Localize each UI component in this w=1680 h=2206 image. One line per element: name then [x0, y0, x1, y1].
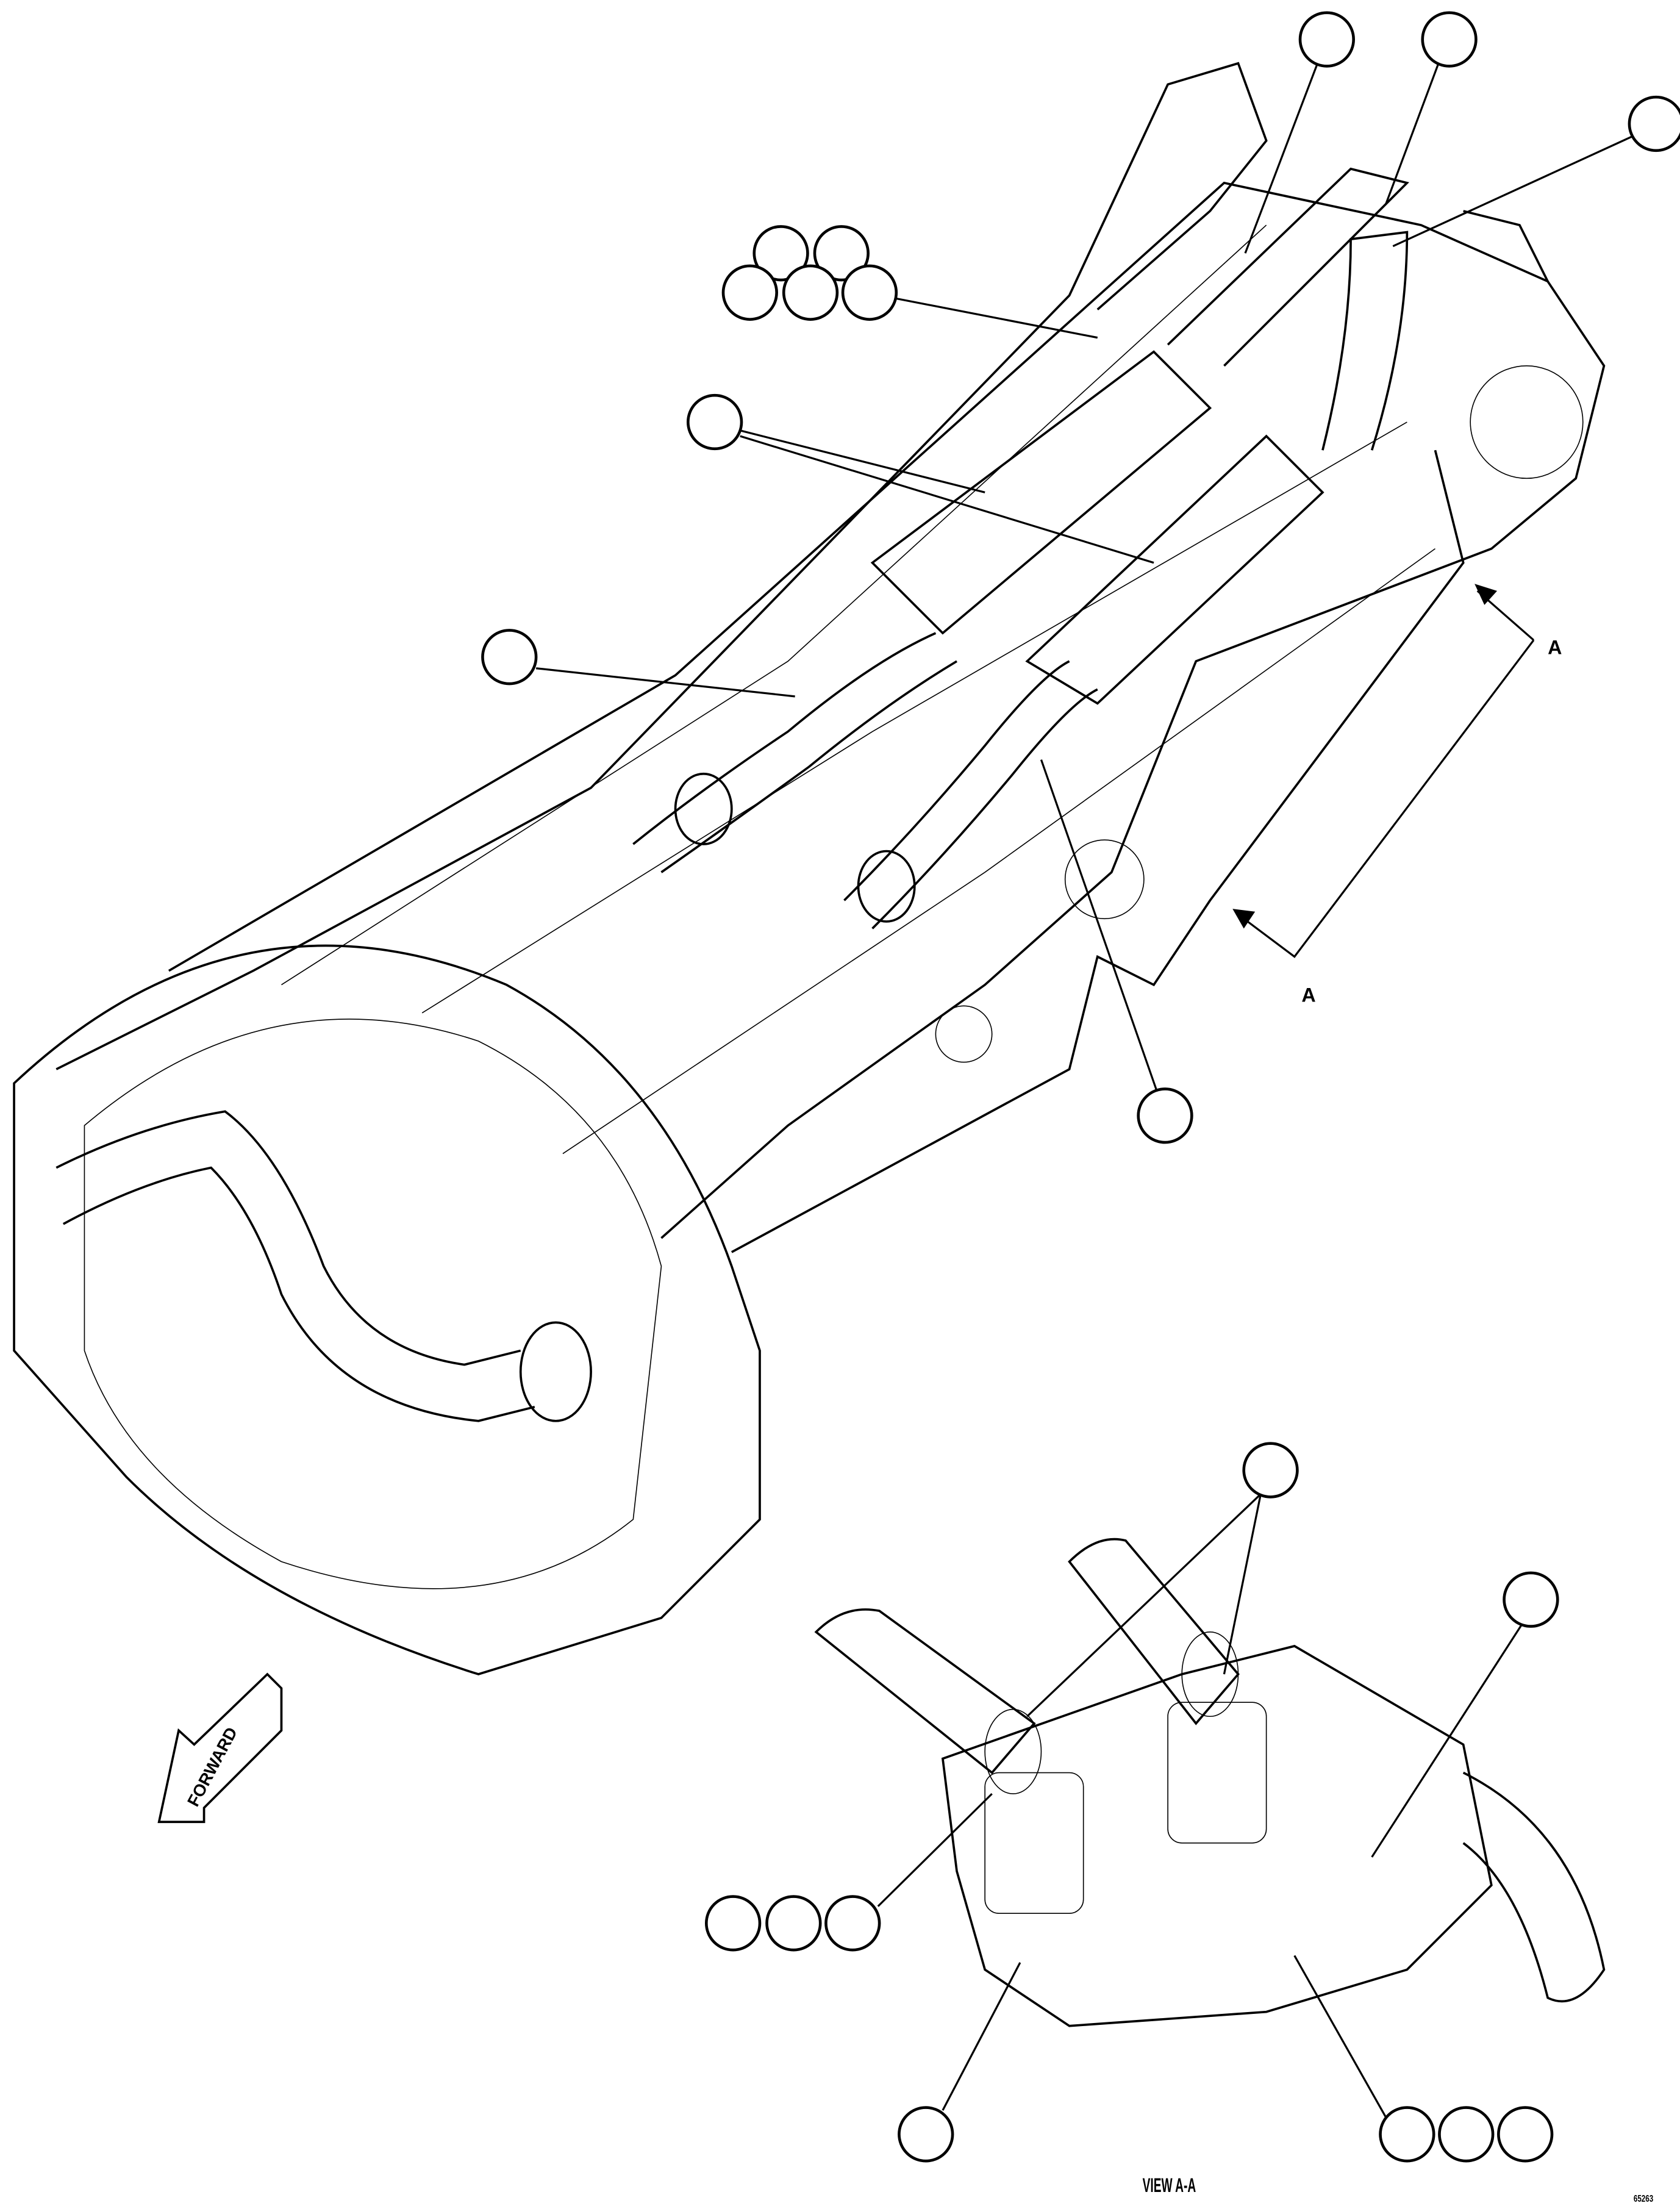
- forward-label: FORWARD: [184, 1724, 241, 1810]
- callout: [824, 1895, 881, 1952]
- view-a-a-detail: [814, 1538, 1606, 2027]
- view-label: VIEW A-A: [1143, 2174, 1196, 2196]
- callout: [752, 225, 809, 282]
- callout: [1628, 95, 1680, 152]
- callout: [1497, 2106, 1554, 2163]
- callout: [704, 1895, 762, 1952]
- callout: [1137, 1087, 1193, 1144]
- callout: [782, 264, 839, 321]
- callout: [1438, 2106, 1495, 2163]
- figure-number: 65263: [1634, 2193, 1653, 2204]
- callout: [841, 264, 898, 321]
- section-label-upper: A: [1548, 637, 1562, 659]
- callout: [721, 264, 778, 321]
- callout: [813, 225, 870, 282]
- callouts: [481, 11, 1680, 2163]
- section-arrows: A A: [1232, 584, 1562, 1006]
- callout: [1242, 1442, 1299, 1499]
- leader-lines: [535, 64, 1633, 2118]
- frame-assembly: [13, 62, 1606, 1675]
- callout: [686, 393, 743, 451]
- callout: [1379, 2106, 1435, 2163]
- callout: [898, 2106, 954, 2163]
- callout: [1503, 1571, 1559, 1628]
- callout: [1421, 11, 1478, 68]
- callout: [1298, 11, 1355, 68]
- callout: [765, 1895, 822, 1952]
- callout: [481, 629, 538, 686]
- forward-arrow: FORWARD: [157, 1672, 283, 1824]
- section-label-lower: A: [1301, 984, 1315, 1006]
